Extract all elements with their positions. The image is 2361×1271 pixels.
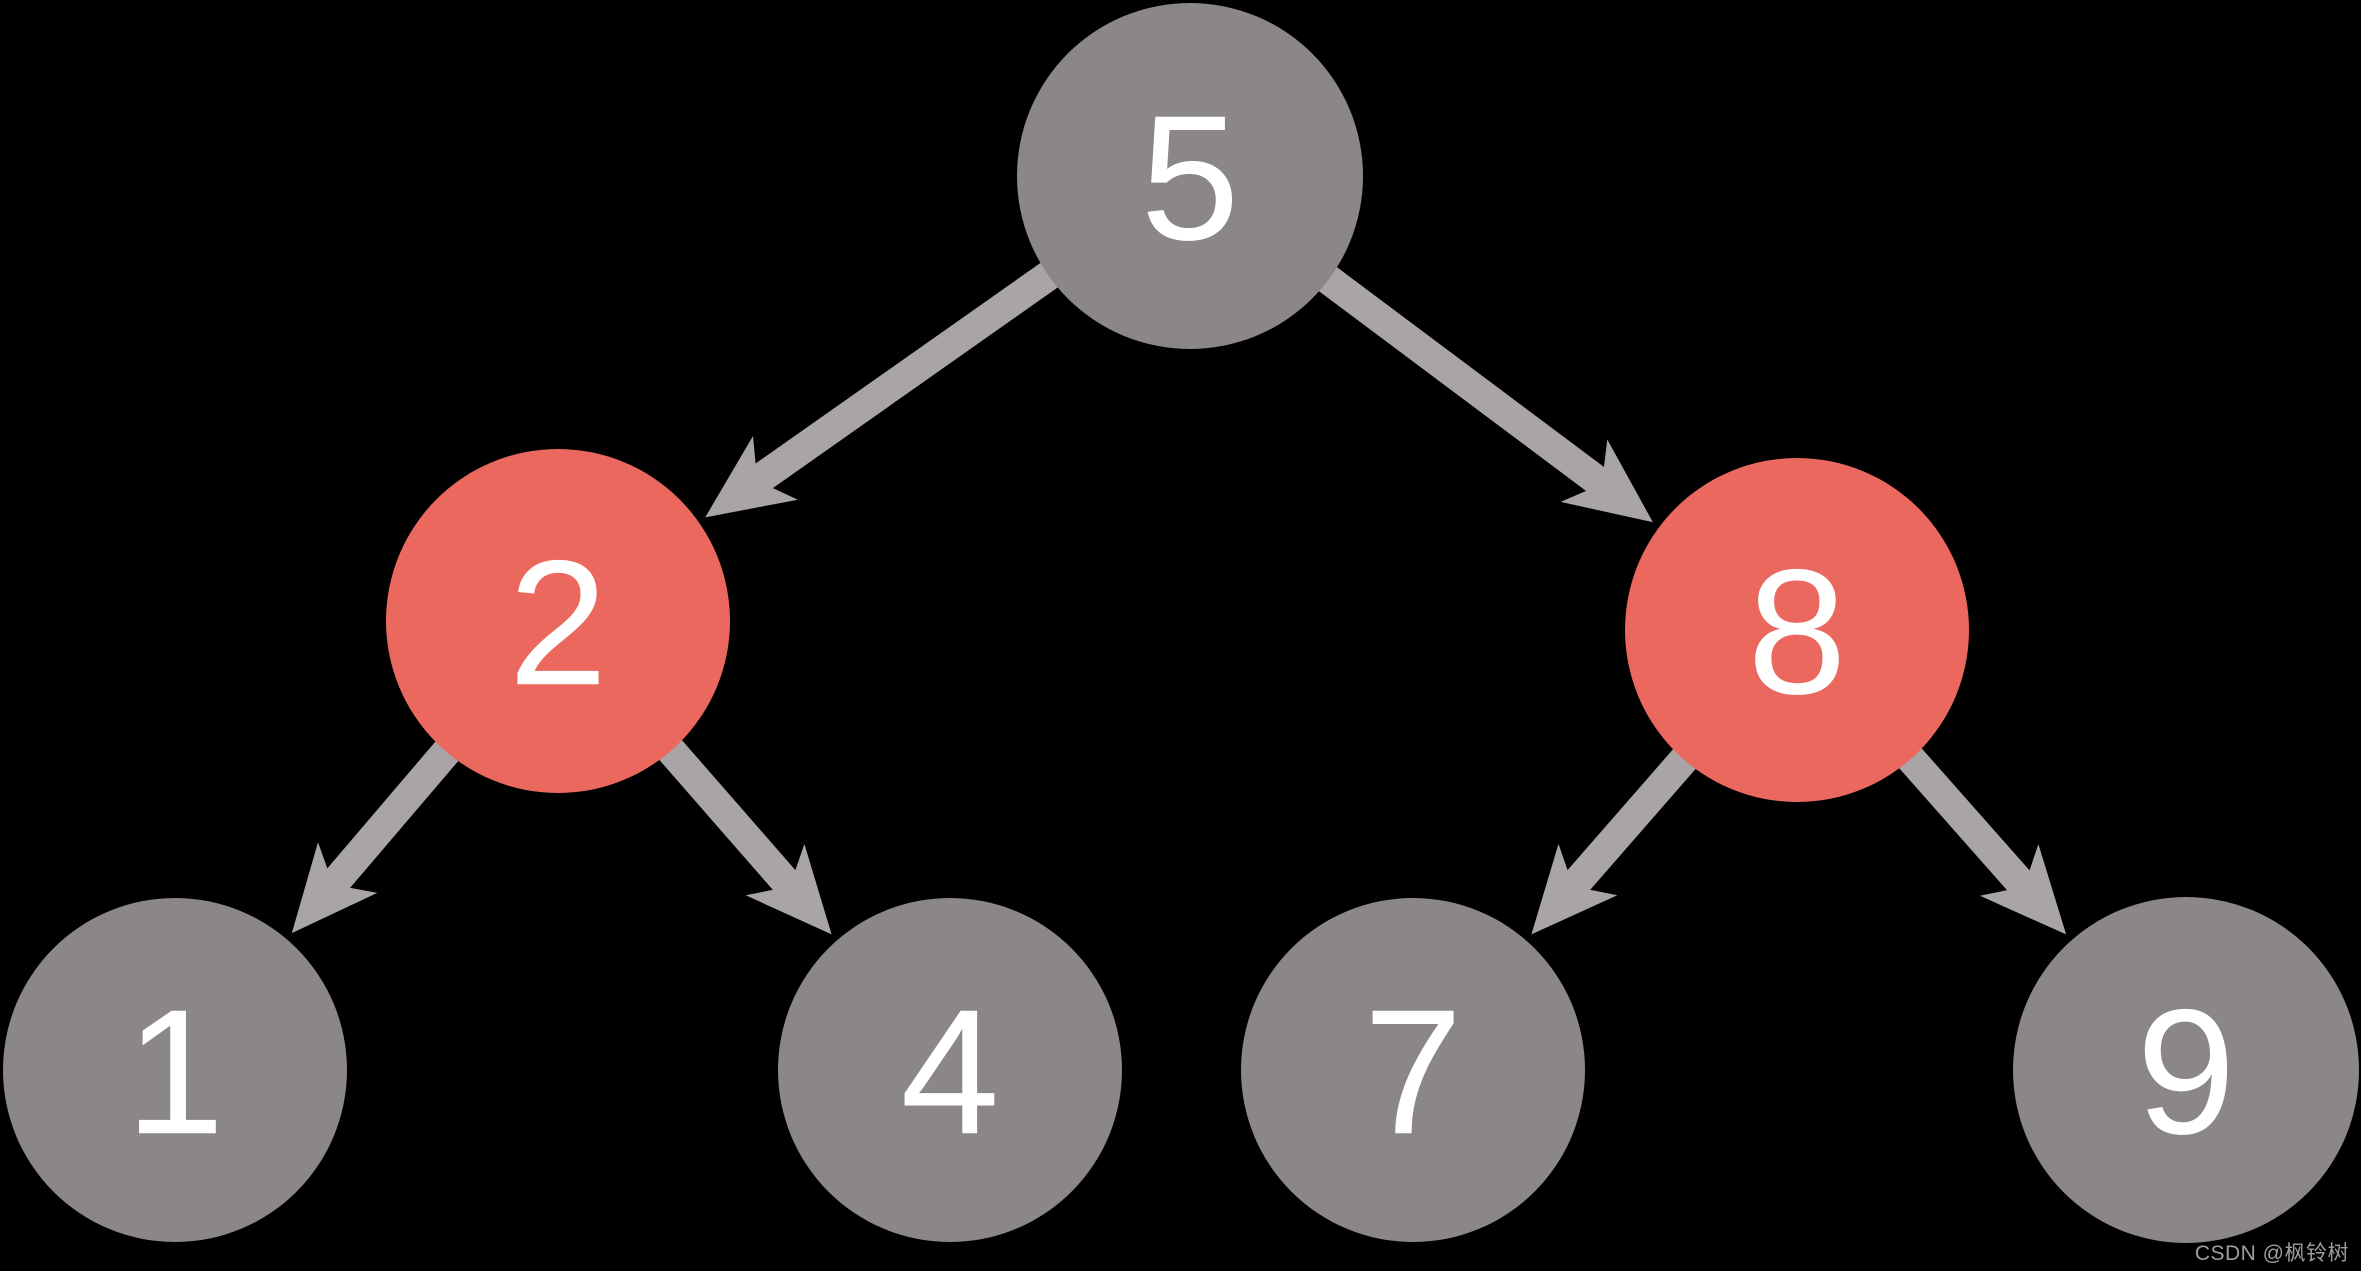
tree-edge-arrowhead-8-7 [1531, 843, 1618, 935]
watermark-text: CSDN @枫铃树 [2194, 1242, 2349, 1265]
tree-node-circle-7 [1241, 898, 1585, 1242]
tree-node-circle-5 [1017, 3, 1363, 349]
tree-node-circle-1 [3, 898, 347, 1242]
tree-node-circle-8 [1625, 458, 1969, 802]
tree-node-label-2: 2 [509, 523, 608, 722]
tree-node-label-1: 1 [126, 972, 225, 1171]
tree-node-label-4: 4 [901, 972, 1000, 1171]
tree-node-circle-2 [386, 449, 730, 793]
tree-node-label-9: 9 [2137, 972, 2236, 1171]
tree-node-circle-4 [778, 898, 1122, 1242]
tree-edge-arrowhead-8-9 [1979, 844, 2067, 935]
tree-edge-arrowhead-2-4 [745, 844, 832, 935]
tree-node-label-5: 5 [1141, 78, 1240, 277]
tree-edge-arrowhead-2-1 [291, 842, 378, 934]
tree-edge-arrowhead-5-8 [1560, 439, 1653, 523]
tree-node-label-8: 8 [1748, 532, 1847, 731]
tree-node-circle-9 [2013, 897, 2359, 1243]
tree-node-label-7: 7 [1364, 972, 1463, 1171]
tree-edge-arrowhead-5-2 [705, 436, 798, 518]
